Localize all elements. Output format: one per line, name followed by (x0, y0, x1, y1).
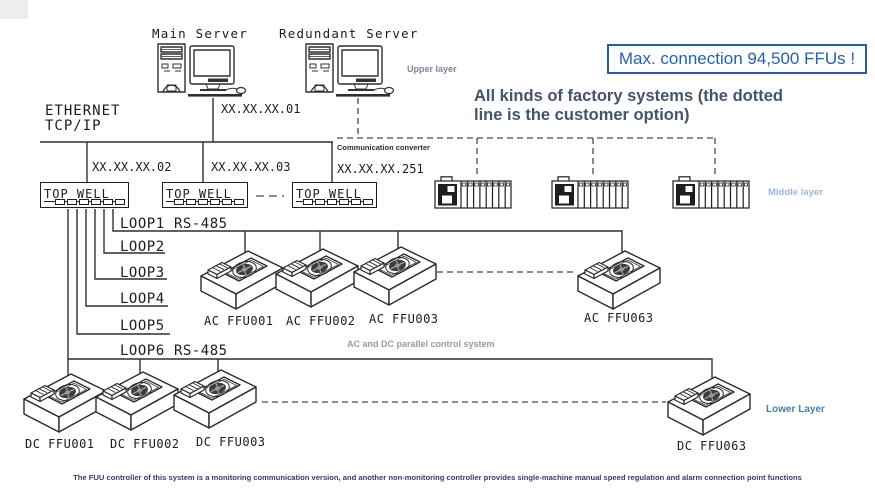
loop6-rs485-label: RS-485 (174, 343, 228, 359)
ip-02-label: XX.XX.XX.02 (92, 160, 172, 174)
loop4-label: LOOP4 (120, 291, 165, 307)
top-well-controller-1: TOP WELL (40, 182, 129, 208)
ac-ffu-002-label: AC FFU002 (286, 314, 356, 328)
dc-ffu-002-label: DC FFU002 (110, 437, 180, 451)
main-server-icon (157, 43, 247, 98)
dashed-option-lines (256, 98, 716, 403)
middle-layer-label: Middle layer (768, 187, 823, 198)
loop1-rs485-label: RS-485 (174, 216, 228, 232)
factory-systems-title: All kinds of factory systems (the dotted… (474, 87, 783, 124)
top-well-3-ports (303, 199, 373, 205)
loop3-label: LOOP3 (120, 265, 165, 281)
footer-note: The FUU controller of this system is a m… (73, 473, 802, 482)
redundant-server-label: Redundant Server (279, 26, 419, 41)
dc-ffu-003-icon (173, 369, 257, 429)
max-connection-text: Max. connection 94,500 FFUs ! (618, 49, 856, 68)
ethernet-line1: ETHERNET (45, 103, 121, 119)
ac-ffu-063-icon (577, 250, 661, 310)
communication-converter-label: Communication converter (337, 143, 430, 152)
dc-ffu-001-label: DC FFU001 (25, 437, 95, 451)
ac-dc-parallel-note: AC and DC parallel control system (347, 339, 495, 349)
loop1-label: LOOP1 (120, 216, 165, 232)
dc-ffu-063-label: DC FFU063 (677, 439, 747, 453)
dc-ffu-001-icon (23, 373, 107, 433)
dc-ffu-063-icon (667, 376, 751, 436)
loop5-label: LOOP5 (120, 318, 165, 334)
ethernet-line2: TCP/IP (45, 118, 102, 134)
ip-251-label: XX.XX.XX.251 (337, 162, 424, 176)
ip-03-label: XX.XX.XX.03 (211, 160, 291, 174)
upper-layer-label: Upper layer (407, 64, 457, 74)
max-connection-banner: Max. connection 94,500 FFUs ! (607, 44, 867, 74)
factory-system-rack-1-icon (434, 176, 512, 209)
top-well-2-ports (174, 199, 244, 205)
redundant-server-icon (305, 43, 395, 98)
loop2-label: LOOP2 (120, 239, 165, 255)
factory-system-rack-2-icon (551, 176, 629, 209)
ethernet-label: ETHERNET TCP/IP (45, 104, 120, 134)
main-server-label: Main Server (152, 26, 248, 41)
factory-system-rack-3-icon (672, 176, 750, 209)
top-well-1-ports (55, 199, 125, 205)
top-well-controller-2: TOP WELL (162, 182, 248, 208)
ac-ffu-002-icon (275, 248, 359, 308)
ac-ffu-001-icon (200, 250, 284, 310)
lower-layer-label: Lower Layer (766, 404, 825, 415)
corner-artifact (0, 0, 28, 19)
top-well-controller-3: TOP WELL (292, 182, 377, 208)
ac-ffu-063-label: AC FFU063 (584, 311, 654, 325)
ac-ffu-003-icon (353, 246, 437, 306)
dc-ffu-002-icon (95, 371, 179, 431)
ip-main-label: XX.XX.XX.01 (221, 102, 301, 116)
ac-ffu-003-label: AC FFU003 (369, 312, 439, 326)
loop6-label: LOOP6 (120, 343, 165, 359)
dc-ffu-003-label: DC FFU003 (196, 435, 266, 449)
ac-ffu-001-label: AC FFU001 (204, 314, 274, 328)
